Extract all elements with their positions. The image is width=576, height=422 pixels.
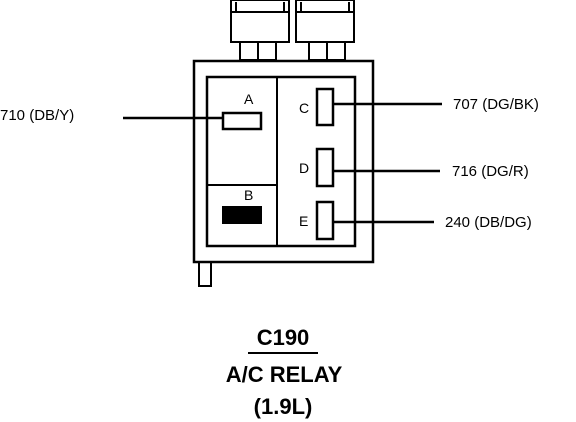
pin-a-wire-label: 710 (DB/Y): [0, 107, 74, 124]
pin-e: E 240 (DB/DG): [299, 200, 532, 241]
connector-variant: (1.9L): [254, 394, 313, 419]
harness-plug: [230, 0, 355, 61]
connector-id: C190: [257, 325, 310, 350]
relay-tab: [198, 261, 212, 287]
pin-c: C 707 (DG/BK): [299, 87, 539, 127]
connector-name: A/C RELAY: [226, 362, 343, 387]
pin-d-terminal: [315, 147, 335, 188]
caption: C190 A/C RELAY (1.9L): [226, 325, 343, 419]
pin-b-letter: B: [244, 187, 253, 203]
pin-a-terminal: [221, 111, 263, 131]
pin-c-terminal: [315, 87, 335, 127]
relay-outer-housing: [192, 59, 375, 264]
pin-b-terminal: [222, 206, 262, 224]
pin-c-letter: C: [299, 100, 309, 116]
pin-e-wire-label: 240 (DB/DG): [445, 214, 532, 231]
pin-a: A 710 (DB/Y): [0, 91, 263, 131]
pin-d-wire-label: 716 (DG/R): [452, 163, 529, 180]
pin-c-wire-label: 707 (DG/BK): [453, 96, 539, 113]
pin-a-letter: A: [244, 91, 254, 107]
relay-inner-outline: [205, 75, 357, 248]
pin-b: B: [222, 187, 262, 224]
pin-e-letter: E: [299, 213, 308, 229]
pin-e-terminal: [315, 200, 335, 241]
pin-d-letter: D: [299, 160, 309, 176]
pin-d: D 716 (DG/R): [299, 147, 529, 188]
relay-divider: [207, 77, 278, 246]
